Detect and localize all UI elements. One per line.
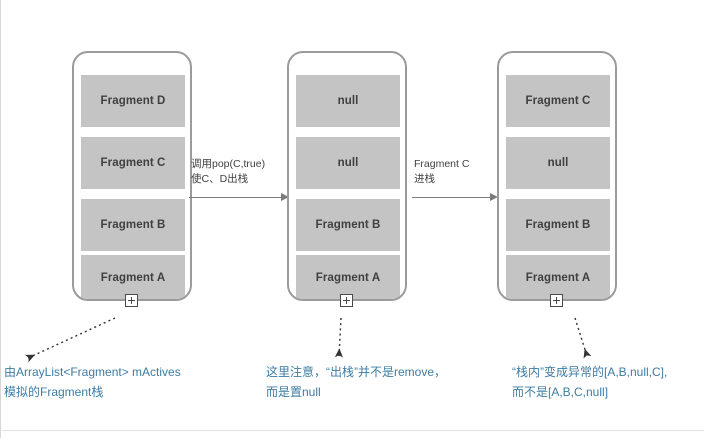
note-arraylist: 由ArrayList<Fragment> mActives 模拟的Fragmen… — [4, 362, 181, 402]
plus-box-icon[interactable] — [550, 294, 563, 307]
canvas-bottom-border — [0, 430, 704, 431]
transition-push-line — [412, 197, 490, 198]
callout-connectors — [25, 317, 592, 363]
note-pop-is-null-line1: 这里注意，“出栈”并不是remove， — [266, 365, 447, 379]
callout-connector-right — [574, 317, 592, 359]
callout-connector-middle — [334, 317, 343, 358]
stack-block[interactable]: null — [296, 75, 400, 127]
stack-after-push-frame[interactable]: Fragment C null Fragment B Fragment A — [497, 51, 617, 301]
stack-block[interactable]: null — [296, 137, 400, 189]
transition-pop-label-line1: 调用pop(C,true) — [191, 158, 266, 170]
stack-block[interactable]: Fragment B — [506, 199, 610, 251]
plus-box-icon[interactable] — [125, 294, 138, 307]
stack-block[interactable]: null — [506, 137, 610, 189]
transition-pop-line — [189, 197, 281, 198]
stack-initial-frame[interactable]: Fragment D Fragment C Fragment B Fragmen… — [72, 51, 192, 301]
stack-block[interactable]: Fragment D — [81, 75, 185, 127]
stack-after-pop-frame[interactable]: null null Fragment B Fragment A — [287, 51, 407, 301]
note-arraylist-line2: 模拟的Fragment栈 — [4, 385, 104, 399]
transition-push-label-line2: 进栈 — [414, 173, 435, 185]
note-abnormal-order: “栈内”变成异常的[A,B,null,C], 而不是[A,B,C,null] — [512, 362, 667, 402]
note-abnormal-order-line2: 而不是[A,B,C,null] — [512, 385, 609, 399]
transition-pop-label-line2: 使C、D出栈 — [191, 173, 249, 185]
transition-push-arrowhead — [490, 193, 498, 201]
stack-block[interactable]: Fragment A — [506, 255, 610, 299]
stack-block[interactable]: Fragment C — [506, 75, 610, 127]
stack-block[interactable]: Fragment A — [81, 255, 185, 299]
canvas-left-border — [0, 0, 1, 438]
transition-pop: 调用pop(C,true) 使C、D出栈 — [189, 157, 289, 207]
note-abnormal-order-line1: “栈内”变成异常的[A,B,null,C], — [512, 365, 668, 379]
stack-block[interactable]: Fragment A — [296, 255, 400, 299]
callout-connector-left — [25, 317, 116, 363]
stack-block[interactable]: Fragment C — [81, 137, 185, 189]
transition-push: Fragment C 进栈 — [412, 157, 498, 207]
plus-box-icon[interactable] — [340, 294, 353, 307]
note-arraylist-line1: 由ArrayList<Fragment> mActives — [4, 365, 181, 379]
stack-initial-body: Fragment D Fragment C Fragment B Fragmen… — [74, 53, 190, 299]
transition-push-label-line1: Fragment C — [414, 158, 470, 170]
transition-pop-arrowhead — [281, 193, 289, 201]
note-pop-is-null: 这里注意，“出栈”并不是remove， 而是置null — [266, 362, 446, 402]
stack-block[interactable]: Fragment B — [81, 199, 185, 251]
note-pop-is-null-line2: 而是置null — [266, 385, 321, 399]
stack-after-push-body: Fragment C null Fragment B Fragment A — [499, 53, 615, 299]
stack-after-pop-body: null null Fragment B Fragment A — [289, 53, 405, 299]
stack-block[interactable]: Fragment B — [296, 199, 400, 251]
